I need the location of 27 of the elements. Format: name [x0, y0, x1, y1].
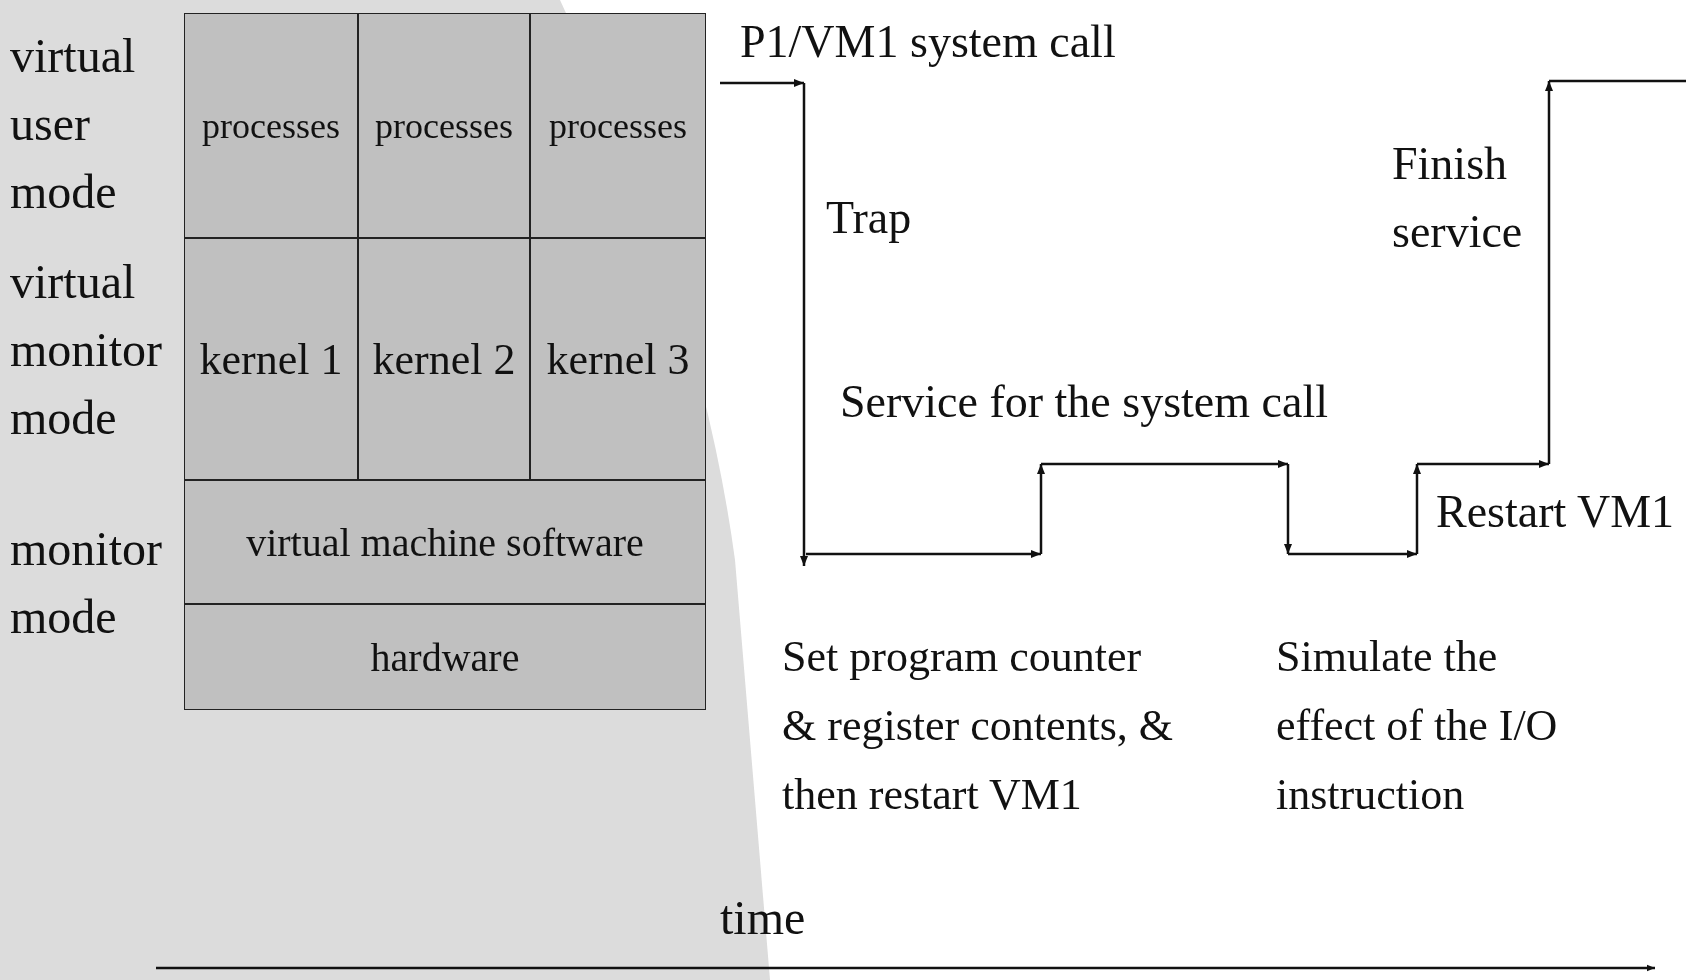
cell-label: kernel 2	[372, 333, 516, 385]
step-label: Restart VM1	[1436, 485, 1675, 539]
step-note: Simulate the effect of the I/O instruction	[1276, 631, 1559, 821]
step-label: Trap	[826, 191, 912, 245]
step-note: Set program counter & register contents, & then restart VM1	[782, 631, 1174, 821]
cell-label: kernel 3	[546, 333, 690, 385]
mode-label: virtual user mode	[10, 28, 137, 220]
cell-label: kernel 1	[199, 333, 343, 385]
cell-label: processes	[202, 104, 340, 147]
step-label: Finish service	[1392, 137, 1524, 259]
table-cell	[184, 13, 358, 238]
cell-label: processes	[549, 104, 687, 147]
axis-label: time	[720, 890, 806, 946]
cell-label: processes	[375, 104, 513, 147]
table-cell	[184, 480, 706, 604]
mode-label: virtual monitor mode	[10, 254, 163, 446]
table-cell	[358, 13, 530, 238]
table-cell	[184, 604, 706, 710]
step-label: Service for the system call	[840, 375, 1328, 429]
table-cell	[530, 238, 706, 480]
mode-label: monitor mode	[10, 521, 163, 645]
table-cell	[184, 238, 358, 480]
cell-label: virtual machine software	[246, 518, 644, 566]
signal-label: P1/VM1 system call	[740, 15, 1116, 69]
cell-label: hardware	[370, 633, 520, 681]
table-cell	[530, 13, 706, 238]
table-cell	[358, 238, 530, 480]
